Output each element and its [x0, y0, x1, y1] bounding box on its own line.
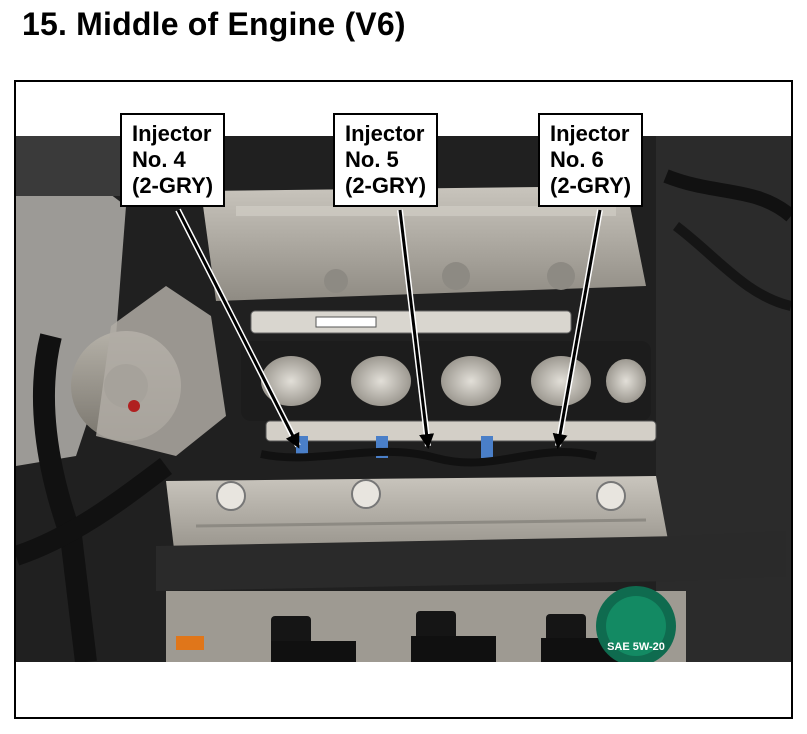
- arrow-injector-5: [397, 209, 435, 449]
- callout-injector-6-line1: Injector: [550, 121, 630, 146]
- callout-injector-5-line3: (2-GRY): [345, 173, 427, 198]
- callout-injector-6-line2: No. 6: [550, 147, 604, 172]
- callout-injector-5-line2: No. 5: [345, 147, 399, 172]
- callout-injector-4: Injector No. 4 (2-GRY): [120, 113, 226, 207]
- callout-injector-4-line3: (2-GRY): [132, 173, 214, 198]
- arrow-injector-4: [175, 208, 301, 449]
- callout-injector-4-line1: Injector: [132, 121, 212, 146]
- page-title: 15. Middle of Engine (V6): [22, 6, 406, 42]
- callout-injector-6: Injector No. 6 (2-GRY): [538, 113, 644, 207]
- arrow-injector-6: [552, 209, 603, 449]
- callout-injector-6-line3: (2-GRY): [550, 173, 632, 198]
- engine-illustration: SAE 5W-20: [16, 136, 791, 662]
- oil-cap-label: SAE 5W-20: [607, 641, 665, 653]
- callout-injector-4-line2: No. 4: [132, 147, 186, 172]
- callout-injector-5-line1: Injector: [345, 121, 425, 146]
- engine-photo: SAE 5W-20: [16, 136, 791, 662]
- callout-injector-5: Injector No. 5 (2-GRY): [333, 113, 439, 207]
